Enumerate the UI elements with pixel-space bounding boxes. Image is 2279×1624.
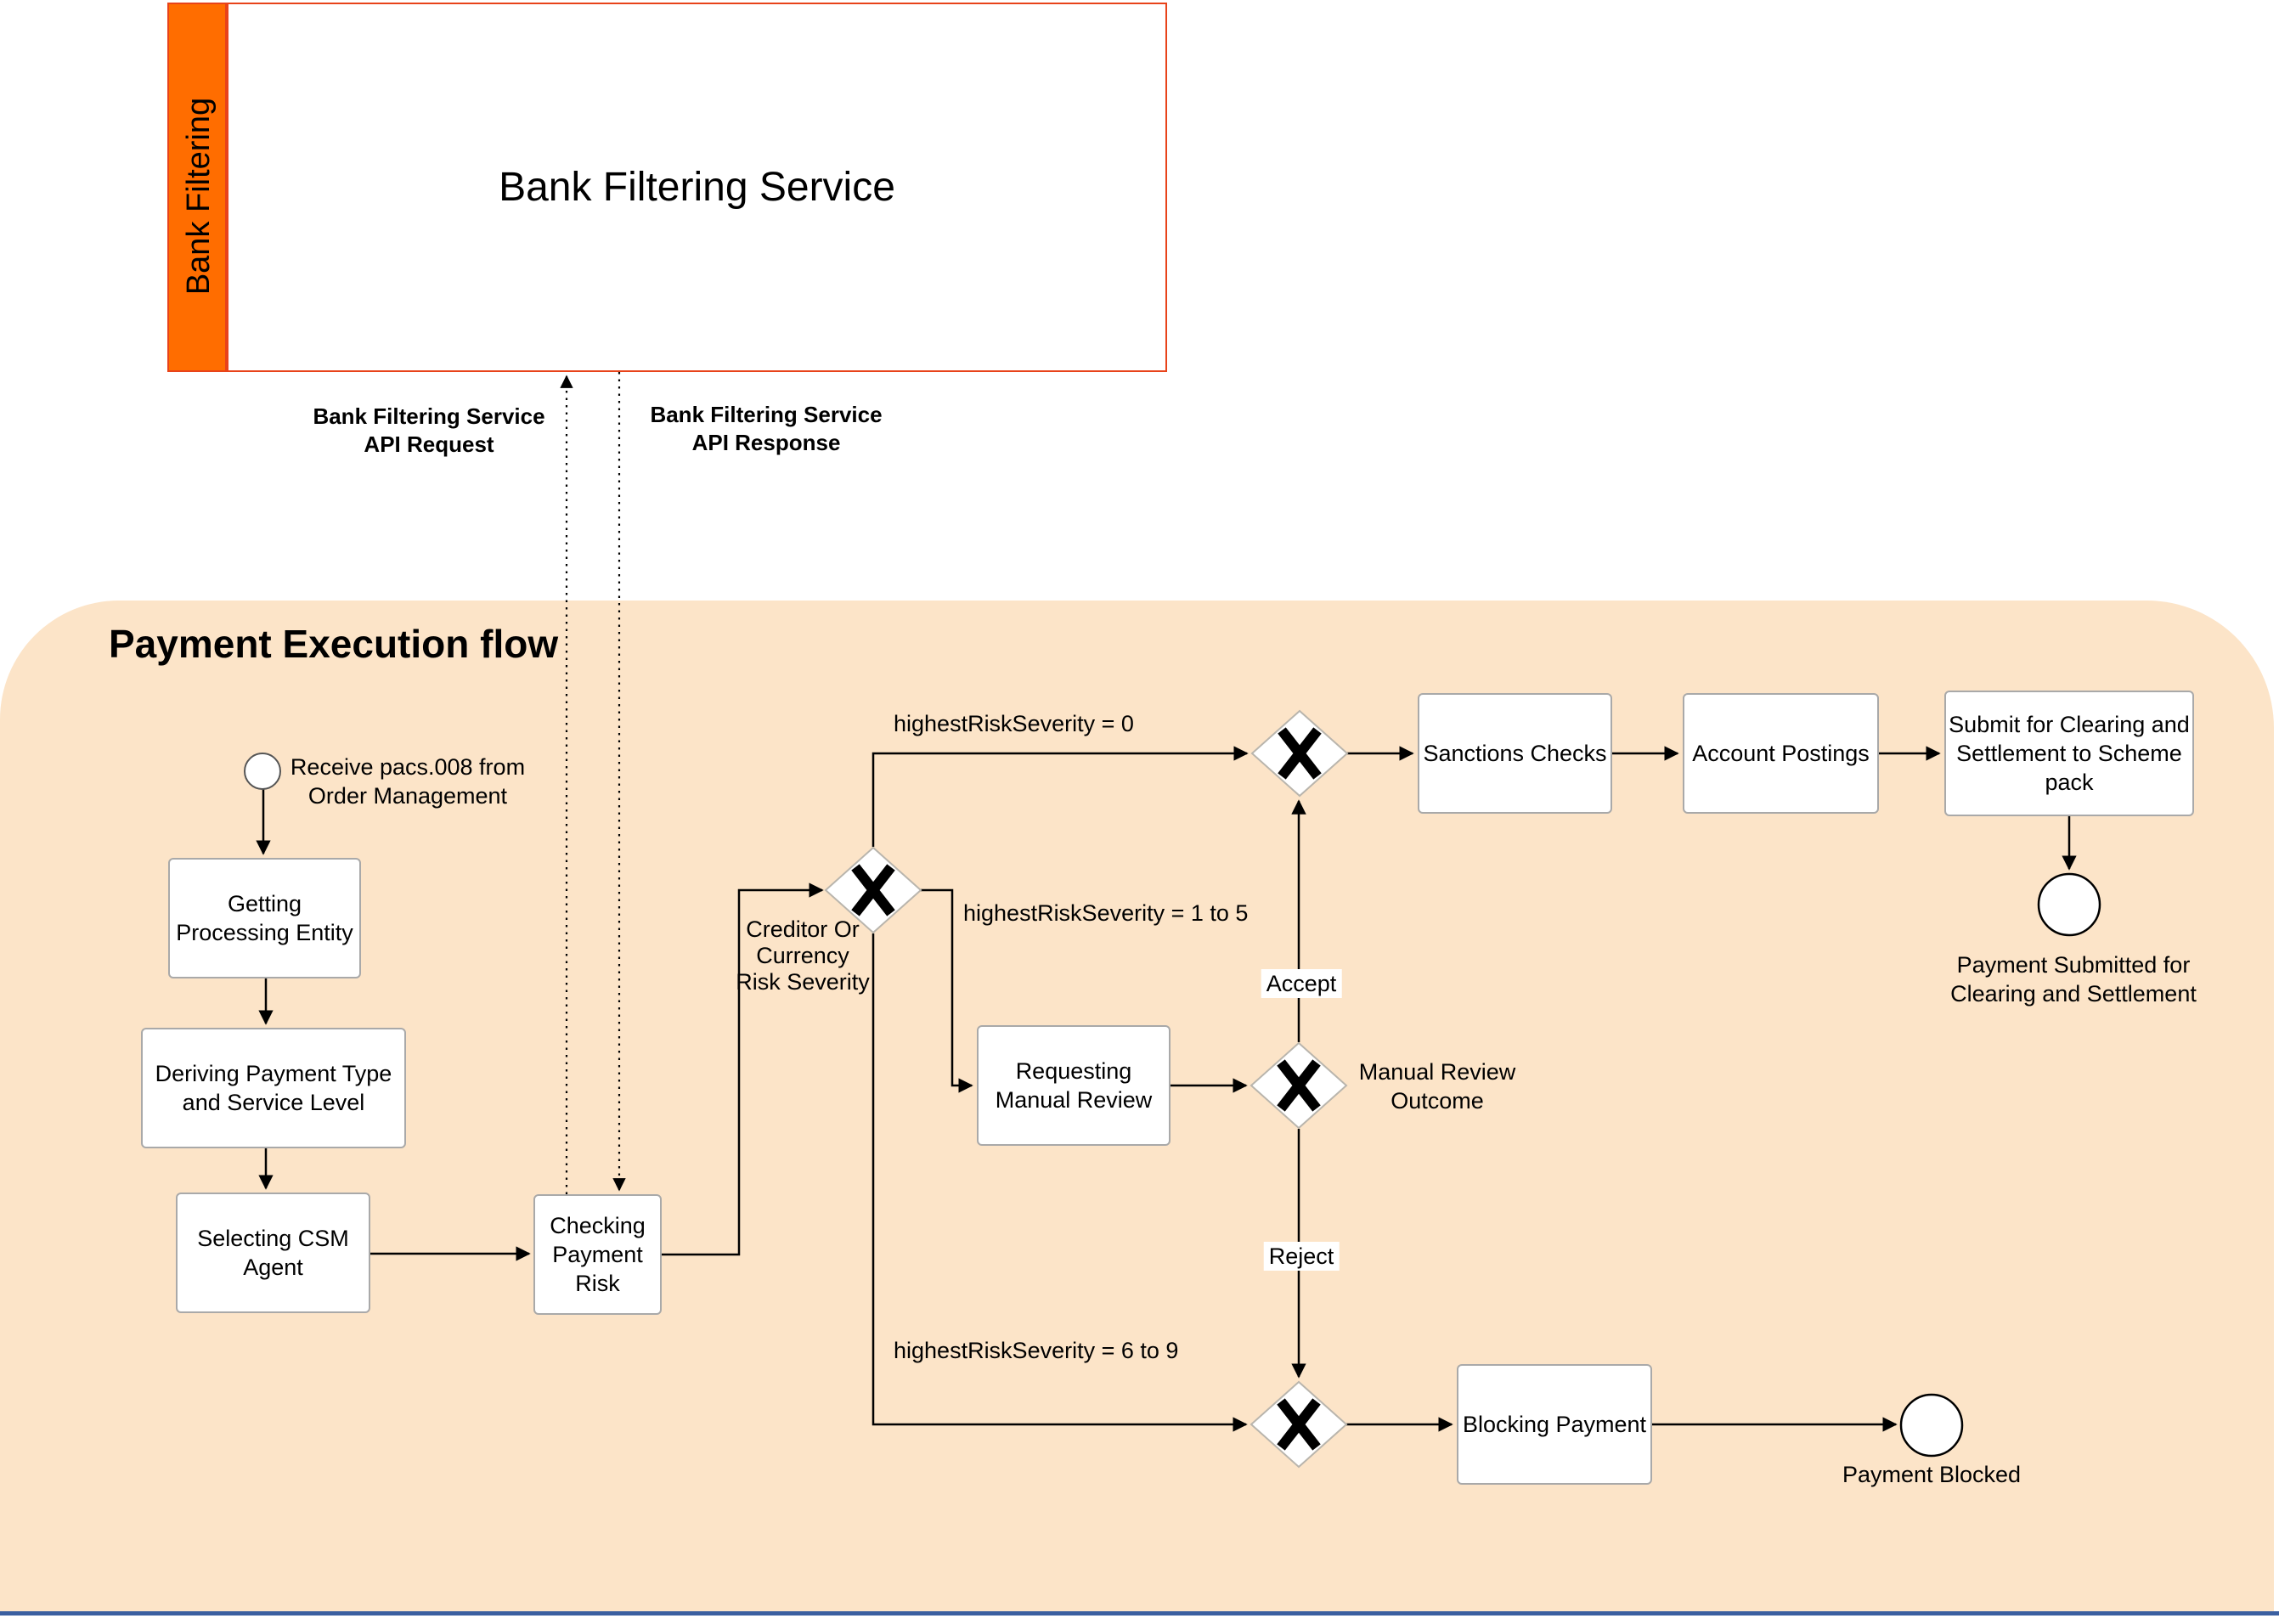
start-event-circle [244,753,281,790]
task-sanctions-checks: Sanctions Checks [1418,693,1612,814]
pool-lane-bank-filtering-service: Bank Filtering Service [227,3,1167,372]
xor-gateway-icon [1277,1059,1321,1112]
task-selecting-csm-agent: Selecting CSM Agent [176,1193,370,1313]
gateway-label-manual-review-outcome: Manual Review Outcome [1359,1057,1516,1115]
task-account-postings: Account Postings [1683,693,1879,814]
task-label: Selecting CSM [197,1226,349,1251]
task-label: and Service Level [182,1090,365,1115]
task-label: Checking [550,1213,646,1238]
xor-gateway-merge-top [1250,709,1349,798]
xor-gateway-icon [1277,1398,1321,1451]
flow-checking-to-gateway1 [662,882,824,1256]
xor-gateway-icon [1278,727,1322,780]
api-request-label: Bank Filtering Service API Request [313,403,544,459]
edge-label-severity-0: highestRiskSeverity = 0 [894,711,1134,736]
task-label: Blocking Payment [1462,1412,1647,1437]
task-checking-payment-risk: Checking Payment Risk [533,1194,662,1315]
api-request-label-line2: API Request [364,431,494,457]
api-response-label-line1: Bank Filtering Service [650,402,883,427]
api-response-label-line2: API Response [691,430,841,455]
end-event-circle-blocked [1899,1393,1964,1458]
task-getting-processing-entity: Getting Processing Entity [168,858,361,978]
task-label: Account Postings [1692,741,1870,766]
flow-severity6to9 [872,933,1248,1432]
edge-label-severity-1-to-5: highestRiskSeverity = 1 to 5 [963,900,1249,926]
task-deriving-payment-type: Deriving Payment Type and Service Level [141,1028,406,1148]
end-event-label-line1: Payment Submitted for [1956,952,2191,978]
end-event-label-line2: Clearing and Settlement [1950,981,2197,1007]
api-response-label: Bank Filtering Service API Response [650,401,882,457]
xor-gateway-merge-bottom [1250,1380,1348,1469]
task-label: Requesting [1015,1058,1132,1084]
xor-gateway-creditor-risk [824,846,922,934]
task-label: Deriving Payment Type [155,1061,392,1086]
edge-label-severity-6-to-9: highestRiskSeverity = 6 to 9 [894,1338,1179,1363]
edge-label-accept: Accept [1261,969,1342,998]
task-label: Settlement to Scheme [1956,741,2182,766]
task-requesting-manual-review: Requesting Manual Review [977,1025,1171,1146]
task-submit-for-clearing: Submit for Clearing and Settlement to Sc… [1944,691,2194,816]
flow-severity1to5 [921,888,973,1093]
edge-label-reject: Reject [1263,1242,1340,1271]
xor-gateway-icon [851,864,895,916]
end-event-label-submitted: Payment Submitted for Clearing and Settl… [1950,950,2197,1008]
start-event-label: Receive pacs.008 from Order Management [291,753,525,810]
flow-severity0 [872,746,1249,847]
gateway-label-line1: Manual Review [1358,1059,1516,1085]
task-label: Sanctions Checks [1423,741,1607,766]
process-title: Payment Execution flow [109,622,559,666]
task-label: Agent [243,1255,303,1280]
gateway-label-line2: Currency [756,943,849,968]
gateway-label-creditor-risk: Creditor Or Currency Risk Severity [736,916,870,995]
page-boundary-rule [0,1611,2279,1616]
api-request-label-line1: Bank Filtering Service [313,403,545,429]
task-label: Manual Review [995,1087,1153,1113]
task-label: Processing Entity [176,920,353,945]
pool-lane-title: Bank Filtering Service [499,165,895,210]
start-event-label-line1: Receive pacs.008 from [290,754,526,780]
end-event-circle-submitted [2037,872,2101,937]
task-blocking-payment: Blocking Payment [1457,1364,1652,1485]
gateway-label-line1: Creditor Or [746,916,860,942]
pool-header-bank-filtering: Bank Filtering [167,3,227,372]
gateway-label-line2: Outcome [1391,1088,1484,1114]
start-event-label-line2: Order Management [307,783,508,809]
task-label: Payment [552,1242,643,1267]
xor-gateway-manual-review-outcome [1250,1041,1348,1130]
gateway-label-line3: Risk Severity [736,969,870,995]
task-label: pack [2045,770,2094,795]
task-label: Getting [227,891,302,916]
end-event-label-blocked: Payment Blocked [1842,1462,2022,1487]
task-label: Risk [575,1271,620,1296]
task-label: Submit for Clearing and [1949,712,2190,737]
